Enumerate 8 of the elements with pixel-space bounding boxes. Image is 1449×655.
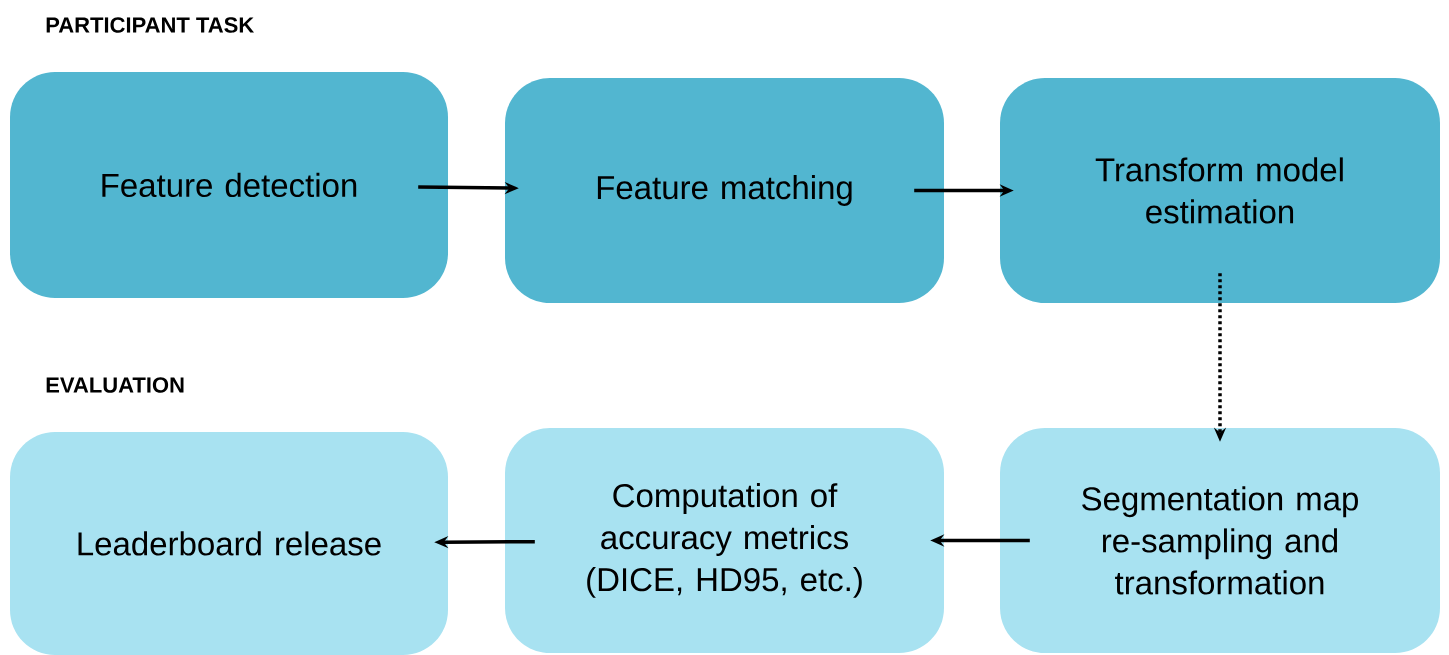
process-box: Segmentation map re-sampling and transformation: [1000, 428, 1440, 653]
process-box: Computation of accuracy metrics (DICE, HD95, etc.): [505, 428, 944, 653]
section-heading: EVALUATION: [46, 377, 184, 393]
section-heading: PARTICIPANT TASK: [46, 17, 254, 33]
process-box: Leaderboard release: [10, 432, 448, 655]
process-box: Feature matching: [505, 78, 944, 303]
process-box: Transform model estimation: [1000, 78, 1440, 303]
process-box: Feature detection: [10, 72, 448, 298]
